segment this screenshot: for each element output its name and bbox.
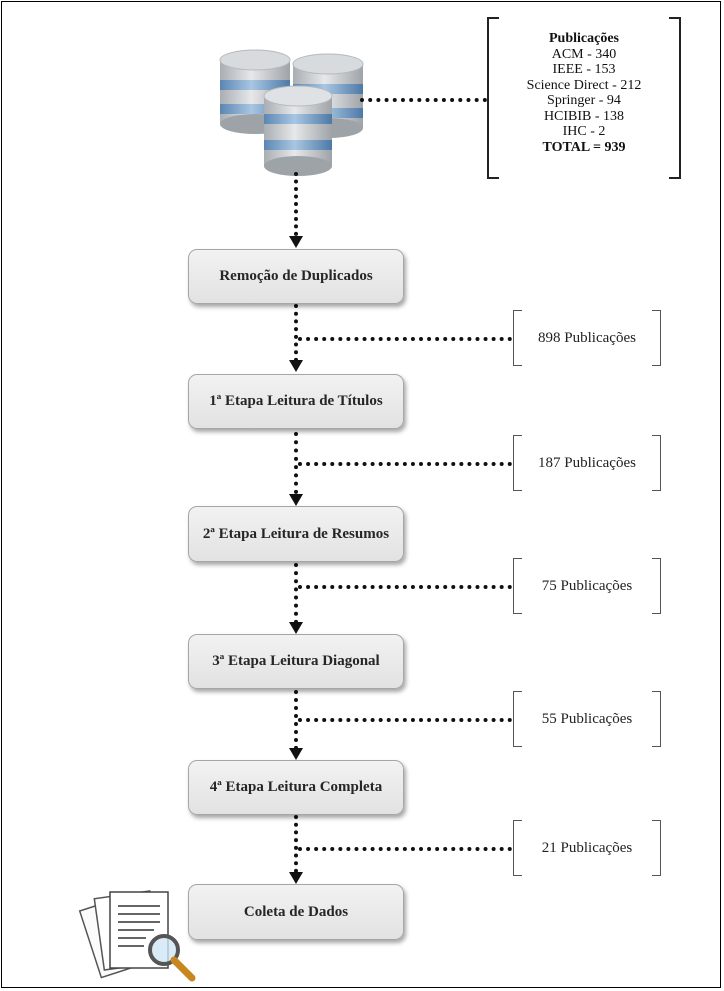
publications-box: Publicações ACM - 340 IEEE - 153 Science…	[487, 17, 681, 179]
database-icon	[219, 49, 364, 176]
step-title-reading: 1ª Etapa Leitura de Títulos	[188, 374, 404, 429]
source-science-direct: Science Direct - 212	[526, 77, 642, 93]
arrow-down-icon	[289, 622, 303, 634]
source-hcibib: HCIBIB - 138	[543, 108, 625, 124]
connector-v-0	[294, 172, 298, 236]
source-acm: ACM - 340	[551, 46, 617, 62]
step-data-collection: Coleta de Dados	[188, 884, 404, 940]
connector-v-3	[294, 563, 298, 624]
arrow-down-icon	[289, 748, 303, 760]
connector-v-4	[294, 690, 298, 750]
step-remove-duplicates: Remoção de Duplicados	[188, 249, 404, 304]
publications-title: Publicações	[549, 31, 619, 46]
connector-v-5	[294, 815, 298, 873]
connector-h-3	[298, 718, 512, 722]
count-label: 55 Publicações	[541, 710, 633, 727]
connector-h-2	[298, 585, 512, 589]
connector-h-0	[298, 337, 512, 341]
source-ihc: IHC - 2	[562, 124, 606, 139]
documents-search-icon	[78, 890, 196, 982]
source-springer: Springer - 94	[547, 93, 621, 108]
step-full-reading: 4ª Etapa Leitura Completa	[188, 760, 404, 815]
step-diagonal-reading: 3ª Etapa Leitura Diagonal	[188, 634, 404, 689]
count-after-abstracts: 75 Publicações	[513, 558, 661, 614]
count-label: 75 Publicações	[541, 577, 633, 594]
connector-v-2	[294, 432, 298, 494]
source-ieee: IEEE - 153	[552, 62, 616, 77]
arrow-down-icon	[289, 360, 303, 372]
count-label: 21 Publicações	[541, 839, 633, 856]
publications-total: TOTAL = 939	[542, 139, 626, 155]
count-label: 187 Publicações	[538, 454, 636, 471]
step-abstract-reading: 2ª Etapa Leitura de Resumos	[188, 506, 404, 562]
connector-h-4	[298, 847, 512, 851]
connector-h-1	[298, 462, 512, 466]
arrow-down-icon	[289, 236, 303, 248]
arrow-down-icon	[289, 872, 303, 884]
count-after-titles: 187 Publicações	[513, 435, 661, 491]
connector-v-1	[294, 304, 298, 362]
count-after-duplicates: 898 Publicações	[513, 310, 661, 366]
count-after-full: 21 Publicações	[513, 820, 661, 876]
count-after-diagonal: 55 Publicações	[513, 691, 661, 747]
arrow-down-icon	[289, 494, 303, 506]
connector-db-publications	[360, 98, 487, 102]
count-label: 898 Publicações	[538, 329, 636, 346]
